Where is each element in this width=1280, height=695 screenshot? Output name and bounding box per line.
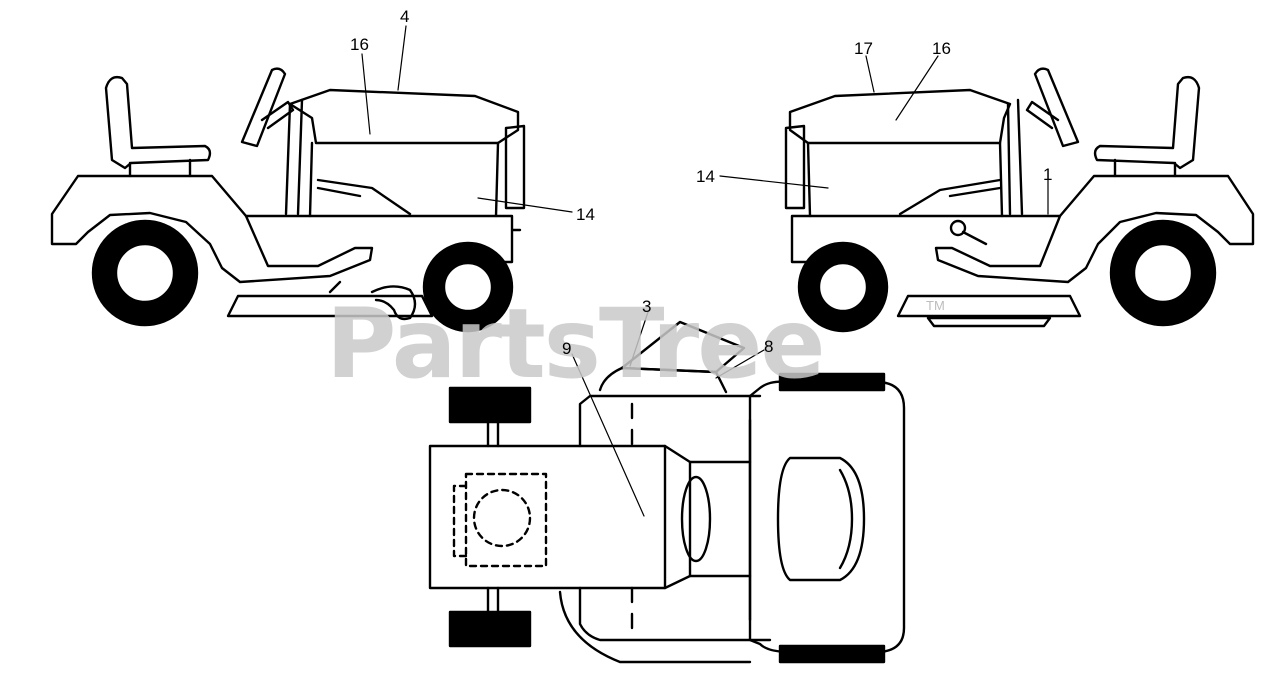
left-deck-hook xyxy=(372,286,415,319)
left-hood xyxy=(290,90,518,143)
callout-16-right: 16 xyxy=(932,39,951,58)
callout-14-left: 14 xyxy=(576,205,595,224)
top-deck-outline xyxy=(560,368,750,662)
top-rear-tire-right xyxy=(450,612,530,646)
callout-1: 1 xyxy=(1043,165,1053,184)
right-body-swoosh xyxy=(900,180,1000,214)
callout-14-right: 14 xyxy=(696,167,715,186)
top-fenders xyxy=(580,396,770,640)
right-body-panel xyxy=(808,143,1002,216)
top-rear-tire-left xyxy=(450,388,530,422)
callout-9: 9 xyxy=(562,339,572,358)
left-steering-wheel xyxy=(242,69,285,146)
callout-16-left: 16 xyxy=(350,35,369,54)
left-hood-front xyxy=(506,126,524,208)
trademark-mark: TM xyxy=(926,298,945,313)
right-hood-front xyxy=(786,126,804,208)
top-steering-column xyxy=(665,446,750,588)
right-lift-lever xyxy=(951,221,965,235)
top-grille xyxy=(778,458,864,580)
left-seat-post xyxy=(130,160,190,176)
callout-8: 8 xyxy=(764,337,774,356)
right-hood xyxy=(790,90,1010,143)
left-mower-deck xyxy=(228,296,432,316)
left-side-view-tractor xyxy=(52,69,524,331)
right-side-view-tractor xyxy=(786,69,1253,331)
left-rear-fender xyxy=(52,176,372,282)
top-seat-outline xyxy=(454,474,546,566)
left-seat xyxy=(106,77,210,168)
callout-3: 3 xyxy=(642,297,652,316)
top-front-tire-right xyxy=(780,646,884,662)
right-rear-fender xyxy=(936,176,1253,282)
right-mower-deck xyxy=(898,296,1080,316)
leader-lines xyxy=(362,26,1048,516)
left-dash xyxy=(286,100,302,214)
right-seat xyxy=(1095,77,1199,168)
top-view-tractor xyxy=(430,322,904,662)
callout-4: 4 xyxy=(400,7,410,26)
left-body-panel xyxy=(310,143,498,216)
left-body-swoosh xyxy=(318,180,410,214)
right-steering-wheel xyxy=(1035,69,1078,146)
top-hood xyxy=(750,382,904,652)
callout-17: 17 xyxy=(854,39,873,58)
partstree-watermark: PartsTree xyxy=(326,288,825,400)
